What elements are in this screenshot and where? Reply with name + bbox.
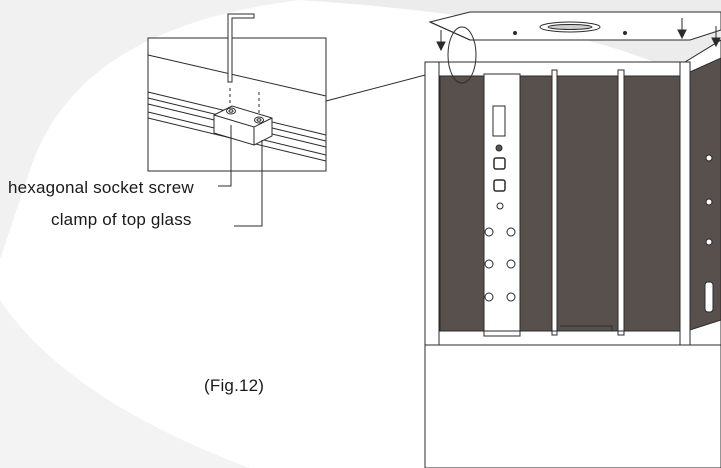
glass-panel [439,57,721,332]
shower-cabin [424,11,721,468]
control-column [483,73,521,337]
hex-key-icon [227,13,255,83]
screw-label: hexagonal socket screw [8,178,194,197]
down-arrow-icon [436,18,721,52]
hexagonal-socket-screw [226,107,264,124]
detail-callout-circle [447,26,477,84]
detail-inset [147,37,327,172]
clamp-of-top-glass [213,105,273,146]
top-glass [428,11,721,41]
figure-caption: (Fig.12) [204,376,265,395]
clamp-label: clamp of top glass [51,210,192,229]
